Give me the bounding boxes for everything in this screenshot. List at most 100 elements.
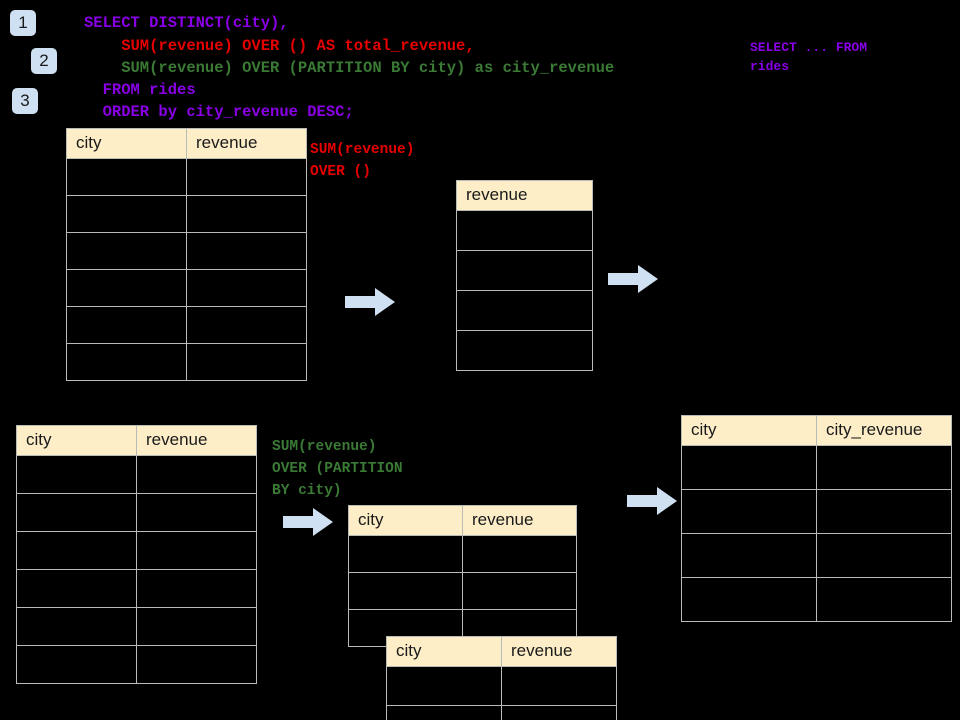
column-header-revenue: revenue	[186, 128, 307, 159]
table-row	[16, 645, 257, 684]
cell	[136, 569, 257, 608]
cell	[136, 493, 257, 532]
column-header-city: city	[681, 415, 817, 446]
table-header-row: city revenue	[16, 425, 257, 456]
table-row	[456, 210, 593, 251]
table-row	[348, 572, 577, 610]
cell	[66, 306, 187, 344]
arrow-source-to-partition	[283, 508, 333, 541]
cell	[456, 330, 593, 371]
cell	[66, 195, 187, 233]
table-header-row: revenue	[456, 180, 593, 211]
table-row	[66, 158, 307, 196]
column-header-revenue: revenue	[462, 505, 577, 536]
cell	[681, 445, 817, 490]
table-total-revenue-result: revenue	[456, 180, 593, 371]
table-row	[16, 531, 257, 570]
cell	[136, 607, 257, 646]
sql-line-5: ORDER by city_revenue DESC;	[84, 103, 354, 121]
cell	[501, 705, 617, 720]
table-body	[681, 445, 952, 622]
step-badge-1: 1	[10, 10, 36, 36]
table-row	[456, 330, 593, 371]
cell	[386, 705, 502, 720]
cell	[186, 343, 307, 381]
cell	[386, 666, 502, 706]
sql-line-4: FROM rides	[84, 81, 196, 99]
table-row	[386, 705, 617, 720]
cell	[456, 210, 593, 251]
arrow-total-to-final	[608, 265, 658, 298]
table-row	[348, 535, 577, 573]
sql-line-1: SELECT DISTINCT(city),	[84, 14, 289, 32]
table-rides-source-bottom: city revenue	[16, 425, 257, 684]
cell	[16, 645, 137, 684]
cell	[66, 343, 187, 381]
cell	[462, 535, 577, 573]
column-header-city: city	[386, 636, 502, 667]
table-header-row: city revenue	[386, 636, 617, 667]
cell	[66, 269, 187, 307]
arrow-source-to-total	[345, 288, 395, 321]
cell	[456, 290, 593, 331]
table-rides-source-top: city revenue	[66, 128, 307, 381]
table-row	[681, 489, 952, 534]
cell	[681, 489, 817, 534]
cell	[16, 607, 137, 646]
column-header-city: city	[348, 505, 463, 536]
column-header-city-revenue: city_revenue	[816, 415, 952, 446]
step-badge-3: 3	[12, 88, 38, 114]
cell	[136, 455, 257, 494]
cell	[456, 250, 593, 291]
table-row	[66, 195, 307, 233]
table-body	[456, 210, 593, 371]
cell	[66, 232, 187, 270]
table-row	[66, 269, 307, 307]
table-row	[456, 250, 593, 291]
table-row	[456, 290, 593, 331]
cell	[348, 572, 463, 610]
cell	[16, 569, 137, 608]
table-row	[16, 455, 257, 494]
table-final-result: city city_revenue	[681, 415, 952, 622]
cell	[136, 531, 257, 570]
table-header-row: city revenue	[66, 128, 307, 159]
table-row	[681, 533, 952, 578]
cell	[462, 572, 577, 610]
cell	[681, 577, 817, 622]
table-partition-group-a: city revenue	[348, 505, 577, 647]
cell	[816, 445, 952, 490]
table-header-row: city city_revenue	[681, 415, 952, 446]
cell	[136, 645, 257, 684]
cell	[66, 158, 187, 196]
cell	[816, 577, 952, 622]
cell	[186, 269, 307, 307]
table-row	[66, 232, 307, 270]
cell	[16, 455, 137, 494]
table-header-row: city revenue	[348, 505, 577, 536]
cell	[681, 533, 817, 578]
sql-line-3: SUM(revenue) OVER (PARTITION BY city) as…	[84, 59, 615, 77]
step-badge-2: 2	[31, 48, 57, 74]
table-body	[66, 158, 307, 381]
table-row	[16, 607, 257, 646]
annotation-over-empty: SUM(revenue) OVER ()	[310, 142, 415, 180]
table-body	[348, 535, 577, 647]
table-body	[16, 455, 257, 684]
table-row	[66, 343, 307, 381]
cell	[501, 666, 617, 706]
table-row	[16, 569, 257, 608]
cell	[16, 531, 137, 570]
column-header-revenue: revenue	[136, 425, 257, 456]
table-body	[386, 666, 617, 720]
table-row	[681, 577, 952, 622]
cell	[186, 158, 307, 196]
table-row	[386, 666, 617, 706]
cell	[186, 195, 307, 233]
arrow-partition-to-final	[627, 487, 677, 520]
cell	[186, 306, 307, 344]
table-partition-group-b: city revenue	[386, 636, 617, 720]
table-row	[66, 306, 307, 344]
annotation-over-partition: SUM(revenue) OVER (PARTITION BY city)	[272, 439, 403, 499]
